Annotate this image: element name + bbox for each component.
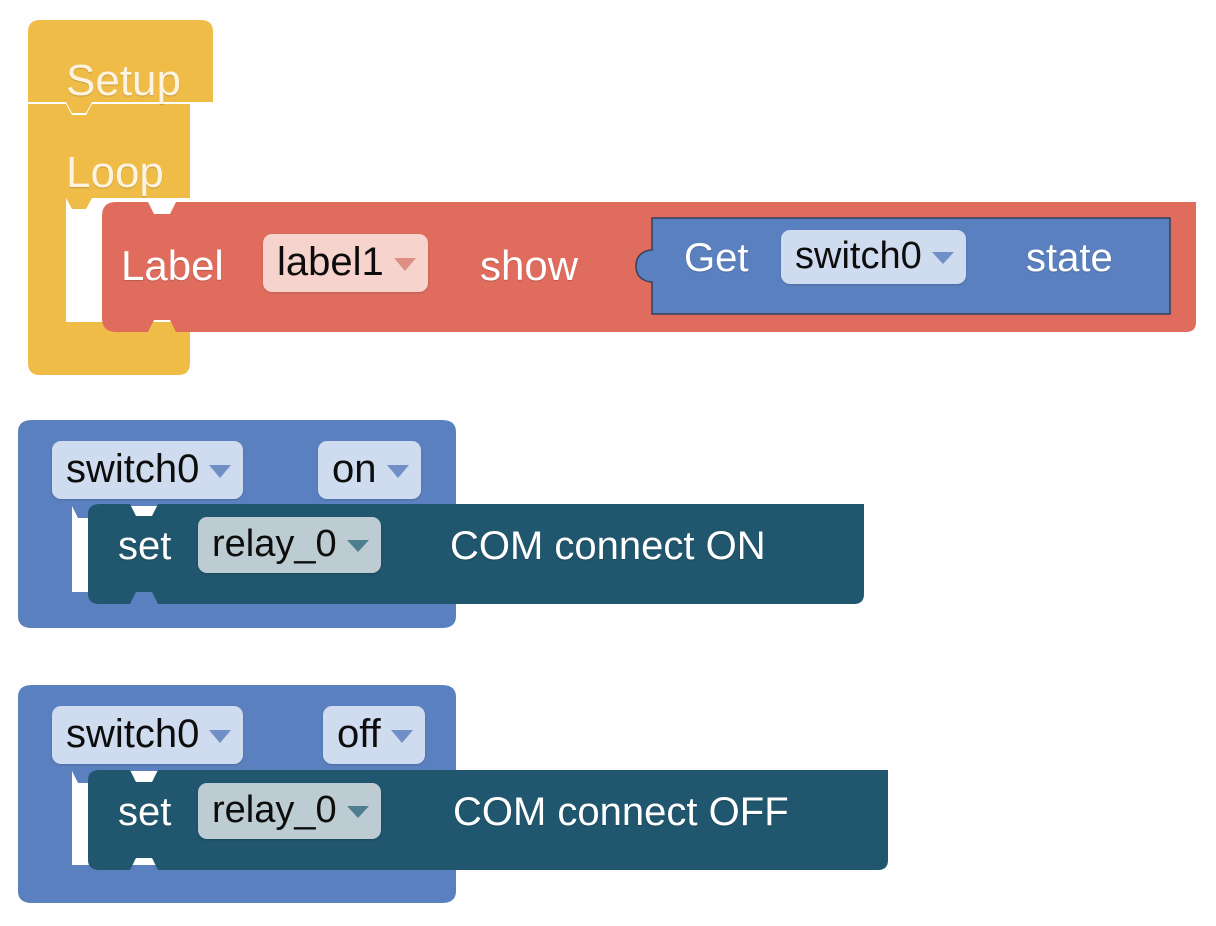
event-on-event-dropdown[interactable]: on	[318, 441, 421, 499]
set-on-target-dropdown[interactable]: relay_0	[198, 517, 381, 573]
setup-block-label: Setup	[66, 56, 181, 105]
set-relay-on-block[interactable]: set relay_0 COM connect ON	[88, 502, 876, 606]
label-block-prefix: Label	[121, 242, 224, 289]
label-target-dropdown[interactable]: label1	[263, 234, 428, 292]
chevron-down-icon	[931, 252, 954, 264]
label-target-value: label1	[277, 240, 384, 284]
chevron-down-icon	[346, 806, 369, 818]
event-off-event-dropdown[interactable]: off	[323, 706, 425, 764]
get-source-dropdown[interactable]: switch0	[781, 230, 966, 284]
event-off-component-dropdown[interactable]: switch0	[52, 706, 244, 764]
get-block-prefix: Get	[684, 236, 749, 280]
chevron-down-icon	[209, 729, 232, 743]
chevron-down-icon	[390, 729, 413, 743]
set-relay-off-block[interactable]: set relay_0 COM connect OFF	[88, 768, 900, 872]
set-off-target-dropdown[interactable]: relay_0	[198, 783, 381, 839]
loop-block-label: Loop	[66, 148, 164, 197]
event-on-component-value: switch0	[66, 447, 200, 491]
set-on-prefix: set	[118, 524, 172, 568]
label-block-action: show	[480, 242, 579, 289]
get-source-value: switch0	[795, 235, 922, 277]
set-on-target-value: relay_0	[212, 523, 337, 565]
chevron-down-icon	[393, 257, 416, 271]
event-off-component-value: switch0	[66, 712, 200, 756]
get-block-suffix: state	[1026, 236, 1113, 280]
chevron-down-icon	[209, 464, 232, 478]
get-state-value-block[interactable]: Get switch0 state	[626, 216, 1172, 316]
event-off-event-value: off	[337, 712, 381, 756]
set-off-prefix: set	[118, 790, 172, 834]
set-on-action-label: COM connect ON	[450, 524, 766, 568]
chevron-down-icon	[386, 464, 409, 478]
event-on-event-value: on	[332, 447, 377, 491]
set-off-target-value: relay_0	[212, 789, 337, 831]
event-on-component-dropdown[interactable]: switch0	[52, 441, 244, 499]
set-off-action-label: COM connect OFF	[453, 790, 789, 834]
chevron-down-icon	[346, 540, 369, 552]
